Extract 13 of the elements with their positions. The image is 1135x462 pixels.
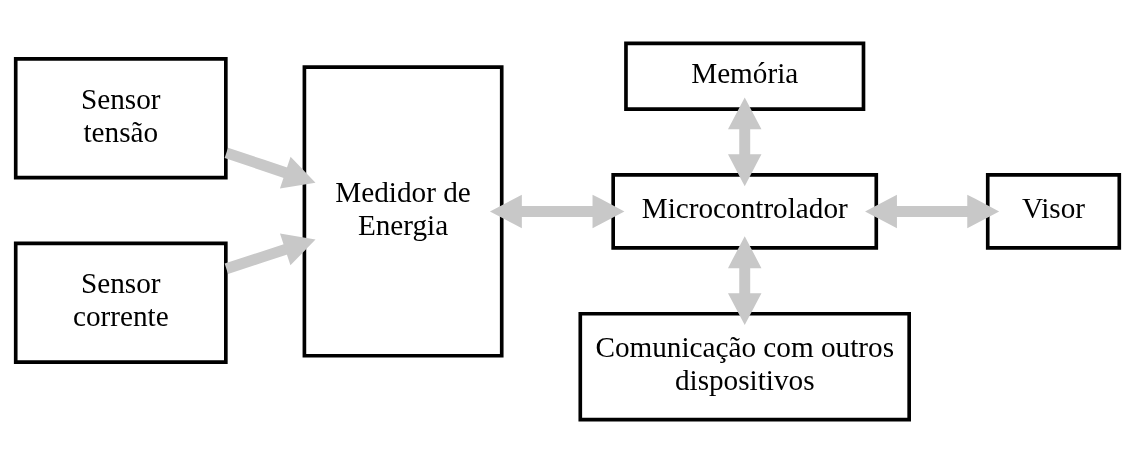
node-box: Sensor tensão xyxy=(13,56,228,179)
arrow xyxy=(224,233,316,274)
arrow xyxy=(224,147,316,188)
node-box: Comunicação com outros dispositivos xyxy=(578,311,911,421)
node-box: Visor xyxy=(985,172,1122,250)
arrow xyxy=(865,194,1000,228)
arrow xyxy=(489,194,625,228)
node-box: Microcontrolador xyxy=(611,172,879,250)
node-box: Medidor de Energia xyxy=(302,64,504,358)
node-box: Memória xyxy=(624,41,866,111)
arrow xyxy=(728,96,762,186)
node-box: Sensor corrente xyxy=(13,241,228,364)
arrow xyxy=(728,235,762,325)
